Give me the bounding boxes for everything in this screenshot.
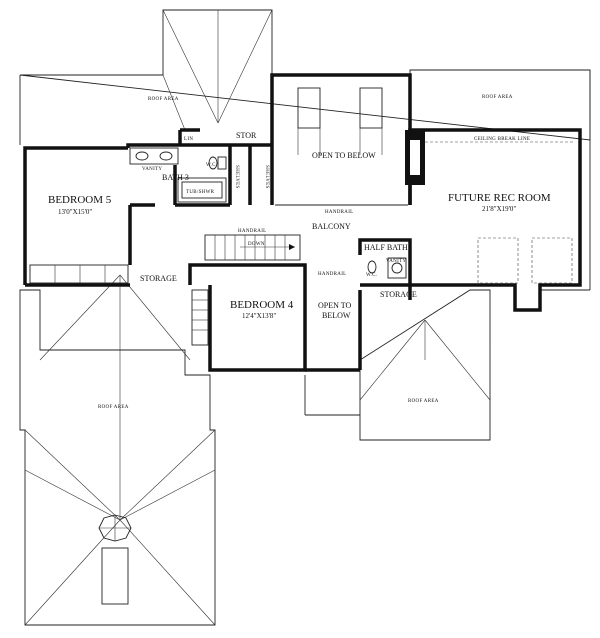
handrail-label-lower: HANDRAIL (318, 272, 347, 277)
roof-area-label-lower-right: ROOF AREA (408, 399, 439, 404)
roof-outlines (19, 9, 591, 626)
wc-label-bath3: W.C. (206, 163, 217, 168)
down-label: DOWN (248, 242, 265, 247)
bedroom5-dims: 13'0"X15'0" (58, 208, 92, 216)
bedroom4-dims: 12'4"X13'8" (242, 312, 276, 320)
walls (23, 73, 582, 372)
rec-room-name: FUTURE REC ROOM (448, 192, 551, 204)
roof-area-label-top-right: ROOF AREA (482, 95, 513, 100)
labels: ROOF AREA ROOF AREA ROOF AREA ROOF AREA … (48, 95, 551, 410)
lin-label: LIN (184, 137, 193, 142)
handrail-label-stair: HANDRAIL (238, 229, 267, 234)
half-bath-label: HALF BATH (364, 243, 408, 252)
vanity-label-half-bath: VANITY (386, 259, 406, 264)
shelves-label-bath: SHELVES (234, 165, 239, 189)
roof-area-label-lower-left: ROOF AREA (98, 405, 129, 410)
open-to-below-lower-line2: BELOW (322, 311, 351, 320)
roof-area-label-top-left: ROOF AREA (148, 97, 179, 102)
balcony-label: BALCONY (312, 222, 351, 231)
vanity-label-bath3: VANITY (142, 167, 162, 172)
bedroom5-name: BEDROOM 5 (48, 194, 112, 206)
tub-shwr-label: TUB/SHWR (186, 190, 215, 195)
ceiling-break-line-label: CEILING BREAK LINE (474, 137, 530, 142)
bedroom4-name: BEDROOM 4 (230, 299, 294, 311)
open-to-below-top-label: OPEN TO BELOW (312, 151, 376, 160)
handrail-label-top: HANDRAIL (325, 210, 354, 215)
storage-label-left: STORAGE (140, 274, 177, 283)
open-to-below-lower-line1: OPEN TO (318, 301, 351, 310)
fixtures (29, 87, 573, 605)
rec-room-dims: 21'8"X19'0" (482, 205, 516, 213)
shelves-label-hall: SHELVES (264, 165, 269, 189)
stor-label: STOR (236, 131, 257, 140)
wc-label-half-bath: W.C. (366, 273, 377, 278)
storage-label-right: STORAGE (380, 290, 417, 299)
bath3-label: BATH 3 (162, 173, 189, 182)
